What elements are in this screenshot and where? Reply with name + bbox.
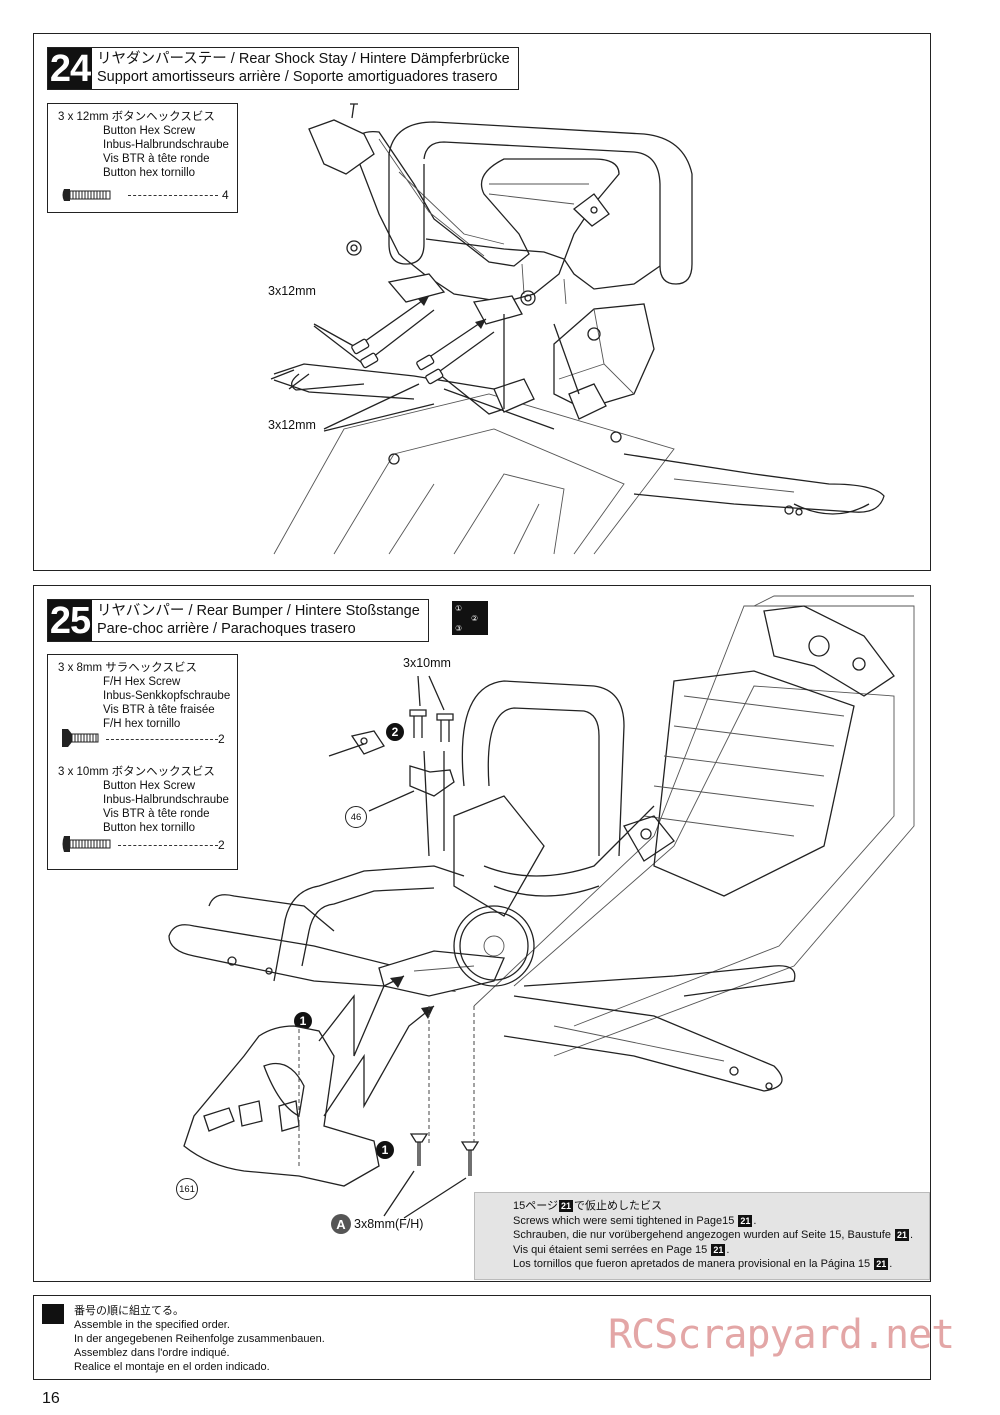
assemble-note-ja: 番号の順に組立てる。 [74, 1305, 184, 1317]
qty-leader-1 [106, 739, 218, 740]
step-24-screw-box: 3 x 12mm ボタンヘックスビス Button Hex Screw Inbu… [47, 103, 238, 213]
qty-leader [128, 195, 218, 196]
note-ref-badge: 21 [559, 1200, 574, 1212]
note-ref-badge: 21 [711, 1243, 726, 1256]
step-24-title-line2: Support amortisseurs arrière / Soporte a… [97, 69, 498, 85]
order-marker-2: 2 [386, 723, 404, 741]
part-number-46: 46 [345, 806, 367, 828]
callout-3x12-bottom: 3x12mm [268, 418, 316, 432]
callout-3x10: 3x10mm [403, 656, 451, 670]
note-ja-post: で仮止めしたビス [574, 1200, 663, 1212]
assemble-note-en: Assemble in the specified order. [74, 1319, 230, 1331]
order-marker-1b: 1 [376, 1141, 394, 1159]
bumper-161 [183, 1025, 380, 1187]
note-line-en: Screws which were semi tightened in Page… [513, 1214, 757, 1227]
step-24-header: 24 リヤダンパーステー / Rear Shock Stay / Hintere… [47, 47, 519, 90]
page-number: 16 [42, 1390, 60, 1407]
button-hex-screw-icon [62, 836, 111, 852]
screw-name-en: Button Hex Screw [103, 125, 196, 137]
screw-qty: 4 [222, 188, 229, 202]
order-icon-1: ① [455, 604, 463, 613]
qty-leader-2 [118, 845, 218, 846]
screw1-name-en: F/H Hex Screw [103, 676, 181, 688]
note-en-text: Screws which were semi tightened in Page… [513, 1214, 735, 1227]
step-25-number: 25 [48, 599, 92, 642]
step-25-screw-box: 3 x 8mm サラヘックスビス F/H Hex Screw Inbus-Sen… [47, 654, 238, 870]
step-25-header: 25 リヤバンパー / Rear Bumper / Hintere Stoßst… [47, 599, 429, 642]
screw-arrows-lower [313, 323, 555, 432]
screw1-name-de: Inbus-Senkkopfschraube [103, 690, 231, 702]
screw2-qty: 2 [218, 838, 225, 852]
screw1-name-fr: Vis BTR à tête fraisée [103, 704, 215, 716]
screw-name-de: Inbus-Halbrundschraube [103, 139, 229, 151]
order-sequence-icon: ① ② ③ [452, 601, 488, 635]
a-badge-callout: A [331, 1214, 351, 1234]
assemble-order-note: 番号の順に組立てる。 Assemble in the specified ord… [33, 1295, 931, 1380]
screw-arrows-upper [353, 295, 495, 380]
screw-icons [351, 338, 444, 385]
rear-bumper-illustration [168, 595, 915, 1219]
step-24-title-line1: リヤダンパーステー / Rear Shock Stay / Hintere Dä… [97, 51, 510, 67]
screw2-name-en: Button Hex Screw [103, 780, 196, 792]
top-screws [409, 675, 454, 742]
screw1-spec-head: 3 x 8mm サラヘックスビス [58, 662, 197, 674]
step-24-number: 24 [48, 47, 92, 90]
assemble-note-fr: Assemblez dans l'ordre indiqué. [74, 1347, 230, 1359]
note-ja-pre: 15ページ [513, 1200, 559, 1212]
step-25-title-line2: Pare-choc arrière / Parachoques trasero [97, 621, 356, 637]
order-sequence-icon [42, 1304, 64, 1324]
note-ref-badge: 21 [895, 1229, 910, 1241]
note-fr-text: Vis qui étaient semi serrées en Page 15 [513, 1243, 708, 1256]
screw2-name-fr: Vis BTR à tête ronde [103, 808, 210, 820]
part-number-161: 161 [176, 1178, 198, 1200]
note-ref-badge: 21 [874, 1258, 889, 1270]
watermark: RCScrapyard.net [608, 1312, 955, 1358]
step-25-panel: 25 リヤバンパー / Rear Bumper / Hintere Stoßst… [33, 585, 931, 1282]
assemble-note-de: In der angegebenen Reihenfolge zusammenb… [74, 1333, 325, 1345]
order-icon-2: ② [471, 614, 479, 623]
screw2-name-de: Inbus-Halbrundschraube [103, 794, 229, 806]
note-es-text: Los tornillos que fueron apretados de ma… [513, 1258, 871, 1270]
screw1-qty: 2 [218, 732, 225, 746]
note-line-de: Schrauben, die nur vorübergehend angezog… [513, 1229, 914, 1241]
callout-3x12-top: 3x12mm [268, 284, 316, 298]
assemble-note-es: Realice el montaje en el orden indicado. [74, 1361, 270, 1373]
note-line-es: Los tornillos que fueron apretados de ma… [513, 1258, 893, 1270]
step-25-title-line1: リヤバンパー / Rear Bumper / Hintere Stoßstang… [97, 603, 420, 619]
screw1-name-es: F/H hex tornillo [103, 718, 181, 730]
rear-shock-stay-illustration [270, 103, 885, 555]
screw-spec-head: 3 x 12mm ボタンヘックスビス [58, 111, 215, 123]
button-hex-screw-icon [62, 189, 111, 201]
order-icon-3: ③ [455, 624, 463, 633]
step-24-panel: 24 リヤダンパーステー / Rear Shock Stay / Hintere… [33, 33, 931, 571]
screw-name-es: Button hex tornillo [103, 167, 196, 179]
screw-name-fr: Vis BTR à tête ronde [103, 153, 210, 165]
screw2-name-es: Button hex tornillo [103, 822, 196, 834]
note-ref-badge: 21 [738, 1214, 753, 1227]
flat-head-screw-icon [62, 729, 99, 747]
note-line-fr: Vis qui étaient semi serrées en Page 15 … [513, 1243, 730, 1256]
a-callout-3x8: 3x8mm(F/H) [354, 1217, 424, 1231]
order-marker-1a: 1 [294, 1012, 312, 1030]
screw2-spec-head: 3 x 10mm ボタンヘックスビス [58, 766, 215, 778]
note-de-text: Schrauben, die nur vorübergehend angezog… [513, 1229, 891, 1241]
